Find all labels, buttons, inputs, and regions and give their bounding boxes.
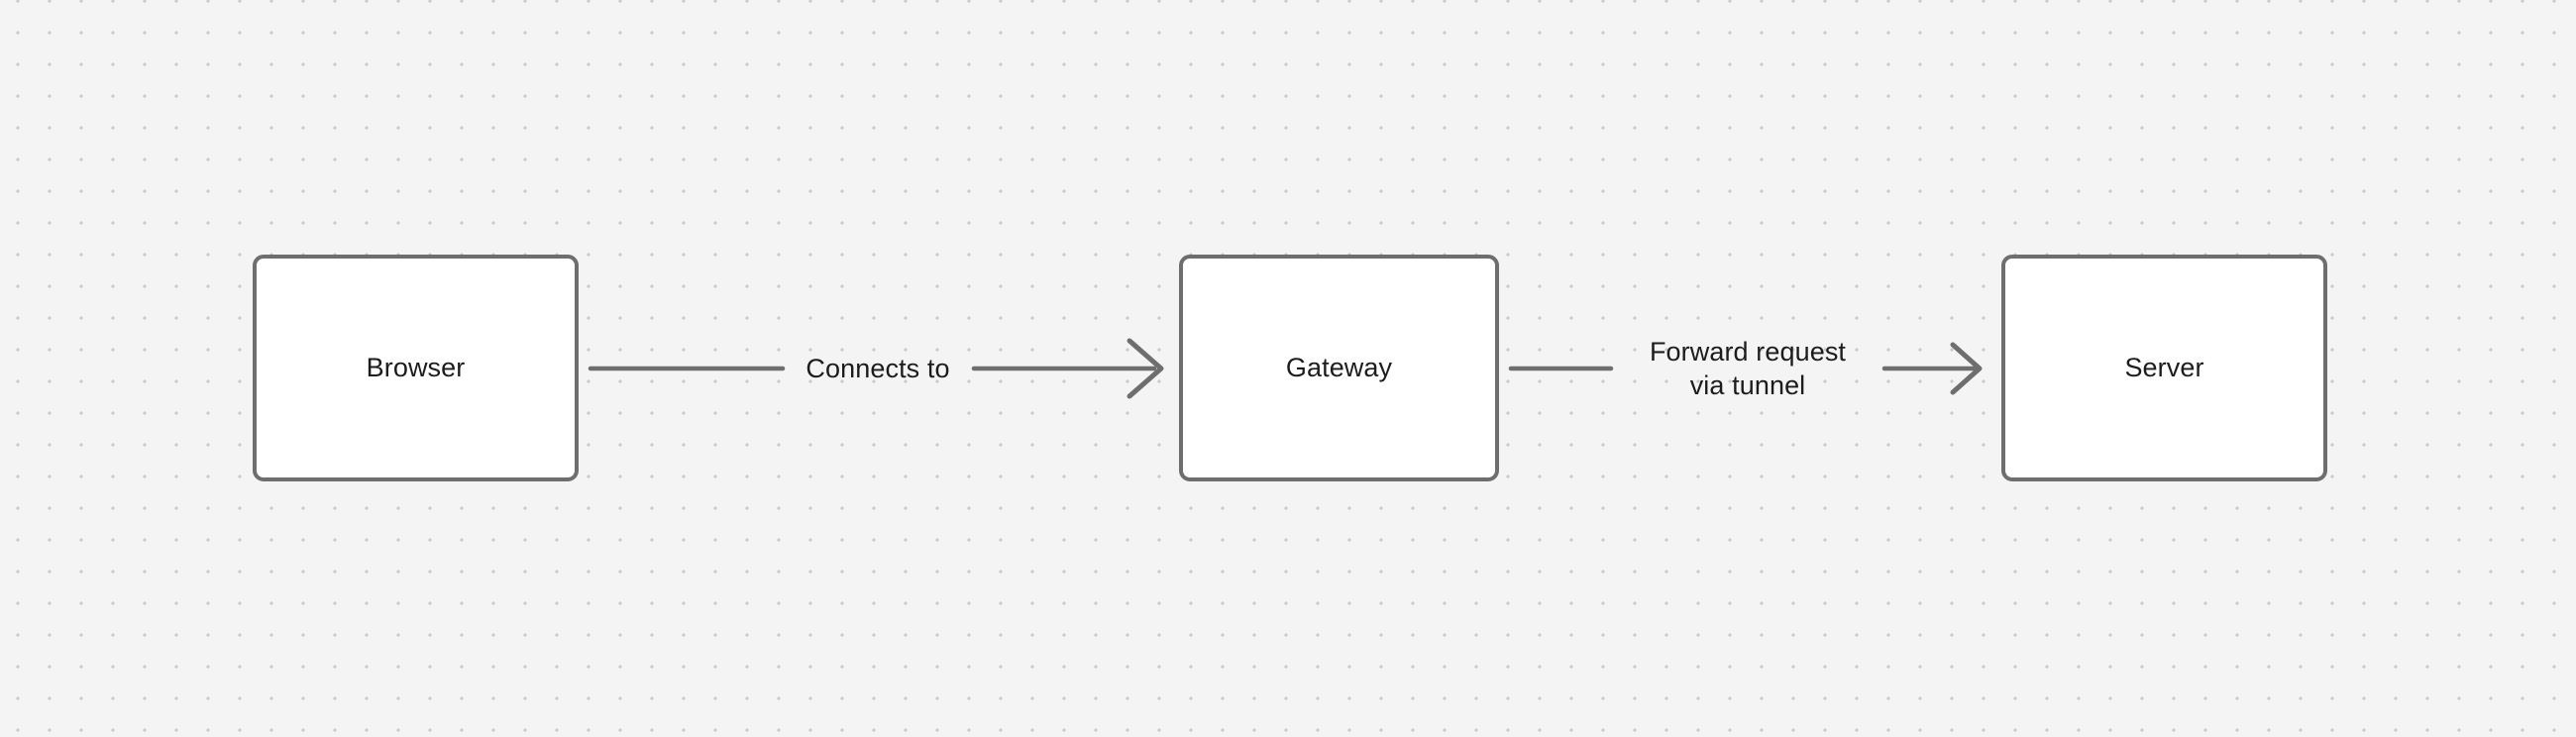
node-server[interactable]: Server [2001,255,2327,481]
node-browser[interactable]: Browser [253,255,579,481]
node-label: Gateway [1285,353,1393,383]
node-label: Server [2124,353,2204,383]
edge-label-line: via tunnel [1689,370,1806,400]
arrowhead-icon [1127,338,1164,399]
node-gateway[interactable]: Gateway [1179,255,1499,481]
node-label: Browser [366,353,466,383]
edge-label-browser-to-gateway[interactable]: Connects to [788,352,968,385]
edge-label-line: Connects to [805,354,950,383]
edge-label-line: Forward request [1649,337,1847,367]
edge-label-gateway-to-server[interactable]: Forward request via tunnel [1618,335,1878,402]
arrowhead-icon [1950,342,1983,395]
